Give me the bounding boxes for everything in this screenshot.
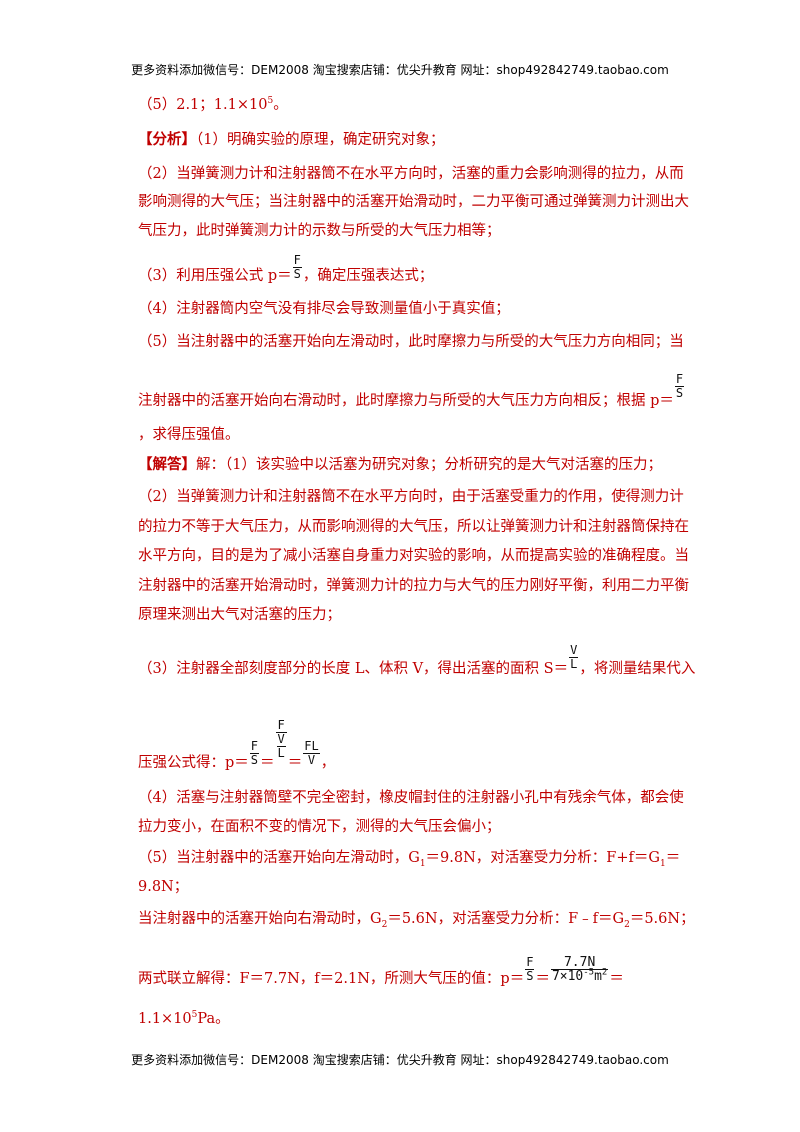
- answer-line: （5）2.1；1.1×105。: [138, 96, 288, 113]
- page-header: 更多资料添加微信号：DEM2008 淘宝搜索店铺：优尖升教育 网址：shop49…: [131, 63, 669, 77]
- solution-line: 【解答】解：（1）该实验中以活塞为研究对象；分析研究的是大气对活塞的压力；: [138, 456, 662, 473]
- text-line: （2）当弹簧测力计和注射器筒不在水平方向时，由于活塞受重力的作用，使得测力计: [138, 489, 684, 505]
- text-line: （4）活塞与注射器筒壁不完全密封，橡皮帽封住的注射器小孔中有残余气体，都会使: [138, 790, 684, 806]
- text-line: 1.1×105Pa。: [138, 1010, 230, 1027]
- text-line: （5）当注射器中的活塞开始向左滑动时，此时摩擦力与所受的大气压力方向相同；当: [138, 334, 684, 350]
- text-line: （2）当弹簧测力计和注射器筒不在水平方向时，活塞的重力会影响测得的拉力，从而: [138, 166, 684, 182]
- text-line: 气压力，此时弹簧测力计的示数与所受的大气压力相等；: [138, 223, 501, 239]
- page-footer: 更多资料添加微信号：DEM2008 淘宝搜索店铺：优尖升教育 网址：shop49…: [131, 1053, 669, 1067]
- text-line: （5）当注射器中的活塞开始向左滑动时，G1＝9.8N，对活塞受力分析：F+f＝G…: [138, 850, 681, 869]
- text-line: ，求得压强值。: [138, 427, 240, 443]
- text-line: 原理来测出大气对活塞的压力；: [138, 607, 341, 623]
- text-line: 9.8N；: [138, 879, 189, 895]
- text-line: 水平方向，目的是为了减小活塞自身重力对实验的影响，从而提高实验的准确程度。当: [138, 548, 689, 564]
- analysis-line: 【分析】（1）明确实验的原理，确定研究对象；: [138, 131, 445, 148]
- text-line: 影响测得的大气压；当注射器中的活塞开始滑动时，二力平衡可通过弹簧测力计测出大: [138, 194, 689, 210]
- text-line: 注射器中的活塞开始滑动时，弹簧测力计的拉力与大气的压力刚好平衡，利用二力平衡: [138, 578, 689, 594]
- text-line: 当注射器中的活塞开始向右滑动时，G2＝5.6N，对活塞受力分析：F﹣f＝G2＝5…: [138, 911, 695, 930]
- solution-tag: 【解答】: [138, 456, 196, 473]
- text-line: （4）注射器筒内空气没有排尽会导致测量值小于真实值；: [138, 301, 510, 317]
- analysis-tag: 【分析】: [138, 131, 196, 148]
- text-line: 拉力变小，在面积不变的情况下，测得的大气压会偏小；: [138, 819, 501, 835]
- text-line: 的拉力不等于大气压力，从而影响测得的大气压，所以让弹簧测力计和注射器筒保持在: [138, 519, 689, 535]
